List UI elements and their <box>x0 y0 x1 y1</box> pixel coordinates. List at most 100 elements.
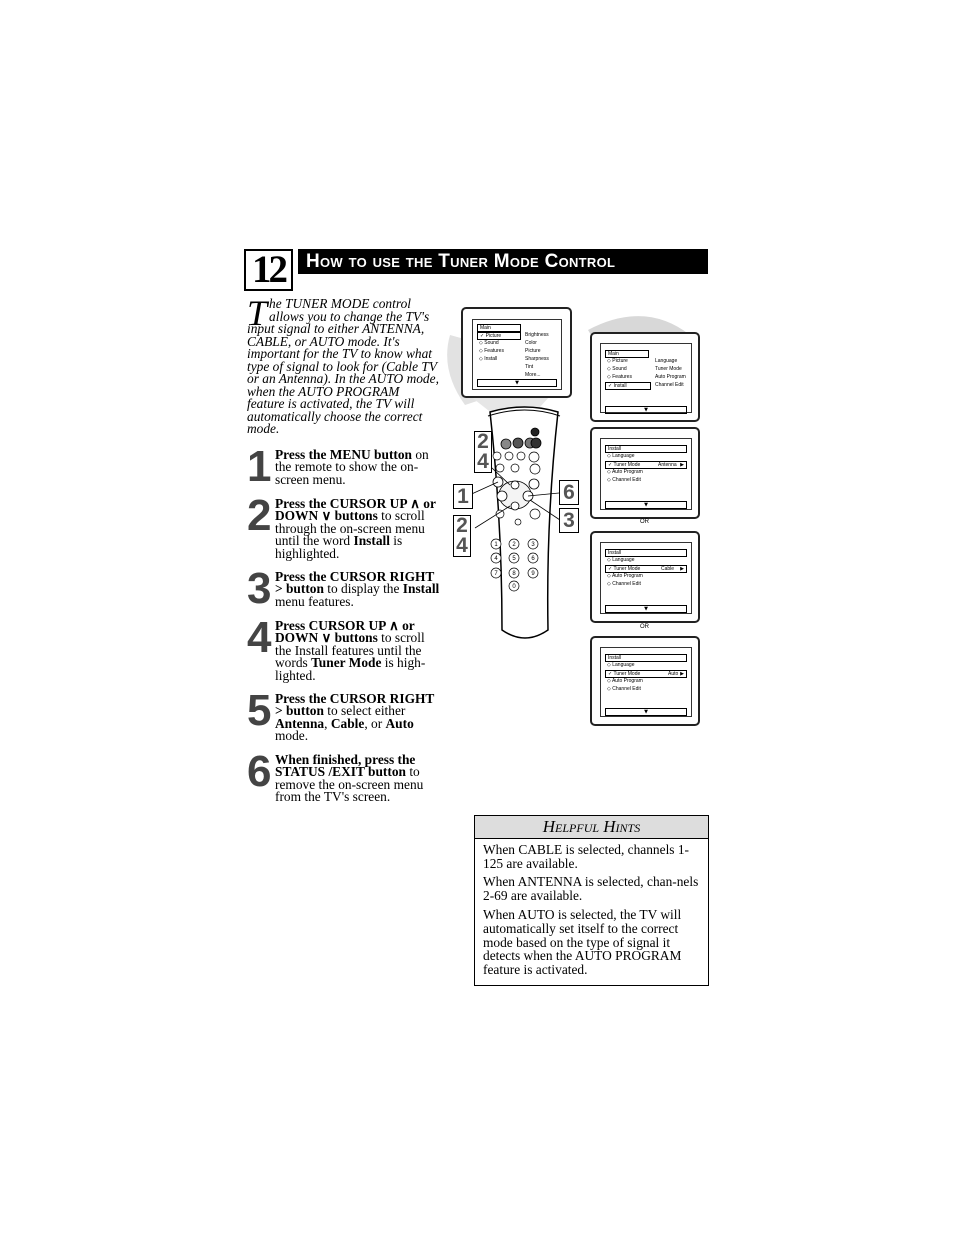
step-bold: Auto <box>385 715 414 731</box>
step-text: to scroll through the on-screen menu unt… <box>275 508 425 549</box>
color-button <box>512 437 524 449</box>
down-arrow-icon: ▼ <box>605 501 687 509</box>
menu-item-sound: ◇ Sound <box>607 366 627 372</box>
remote-body <box>489 406 559 639</box>
page-title: How to use the Tuner Mode Control <box>298 249 708 274</box>
menu-item-sound: ◇ Sound <box>479 340 499 346</box>
step-bold: Install <box>402 581 440 597</box>
menu-title: Install <box>605 654 687 662</box>
down-arrow-icon: ▼ <box>605 605 687 613</box>
step-text: to select either <box>323 703 406 719</box>
tv-screen-main: Main ✓ Picture ◇ Sound ◇ Features ◇ Inst… <box>461 307 572 398</box>
svg-text:0: 0 <box>512 584 516 590</box>
submenu-item: Auto Program <box>655 374 686 380</box>
submenu-item: Sharpness <box>525 356 549 362</box>
tuner-mode-value: Antenna <box>658 462 677 468</box>
step-text: mode. <box>275 728 309 744</box>
tuner-mode-value: Cable <box>661 566 675 572</box>
step-bold: Press the CURSOR UP ∧ or DOWN ∨ buttons <box>275 496 436 524</box>
hint-item: When ANTENNA is selected, chan-nels 2-69… <box>483 874 699 903</box>
step-bold: Install <box>353 533 390 549</box>
hint-item: When AUTO is selected, the TV will autom… <box>483 907 682 978</box>
step-number: 2 <box>247 491 272 540</box>
step-number: 3 <box>247 564 272 613</box>
step-number: 6 <box>247 747 272 796</box>
step-text: is high-lighted. <box>275 655 426 683</box>
or-label: OR <box>640 624 649 630</box>
helpful-hints-title: Helpful Hints <box>475 816 708 839</box>
digit-buttons <box>490 538 539 592</box>
menu-item-features: ◇ Features <box>479 348 504 354</box>
remote-button-row <box>492 451 541 475</box>
step-text: menu features. <box>275 593 354 609</box>
callout-6: 6 <box>559 480 579 505</box>
svg-text:9: 9 <box>531 571 535 577</box>
step-text: , or <box>364 715 386 731</box>
svg-text:8: 8 <box>512 571 516 577</box>
page-number: 12 <box>244 249 293 291</box>
submenu-item: More... <box>525 372 541 378</box>
menu-item-features: ◇ Features <box>607 374 632 380</box>
step-number: 4 <box>247 613 272 662</box>
menu-item-channel-edit: ◇ Channel Edit <box>607 477 641 483</box>
menu-item-install: ◇ Install <box>479 356 498 362</box>
menu-item-auto-program: ◇ Auto Program <box>607 469 643 475</box>
submenu-item: Picture <box>525 348 541 354</box>
step-3: 3 Press the CURSOR RIGHT > button to dis… <box>247 567 442 611</box>
svg-text:4: 4 <box>494 556 498 562</box>
submenu-item: Color <box>525 340 537 346</box>
step-text: to display the <box>323 581 403 597</box>
step-text: , <box>324 715 331 731</box>
step-bold: Press the CURSOR RIGHT > button <box>275 691 435 719</box>
svg-text:2: 2 <box>512 542 516 548</box>
cursor-pad <box>492 476 540 511</box>
step-bold: Press CURSOR UP ∧ or DOWN ∨ buttons <box>275 618 415 646</box>
svg-text:5: 5 <box>512 556 516 562</box>
svg-text:6: 6 <box>531 556 535 562</box>
step-bold: Tuner Mode <box>311 655 382 671</box>
svg-text:1: 1 <box>494 542 498 548</box>
color-button <box>530 437 542 449</box>
down-arrow-icon: ▼ <box>477 379 557 387</box>
step-number: 5 <box>247 686 272 735</box>
step-5: 5 Press the CURSOR RIGHT > button to sel… <box>247 689 442 744</box>
color-button <box>500 438 512 450</box>
svg-text:3: 3 <box>531 542 535 548</box>
step-4: 4 Press CURSOR UP ∧ or DOWN ∨ buttons to… <box>247 616 442 683</box>
down-arrow-icon: ▼ <box>605 708 687 716</box>
step-bold: Antenna <box>275 715 325 731</box>
step-6: 6 When finished, press the STATUS /EXIT … <box>247 750 442 805</box>
intro-dropcap: T <box>247 293 268 333</box>
menu-item-language: ◇ Language <box>607 453 635 459</box>
menu-item-auto-program: ◇ Auto Program <box>607 573 643 579</box>
menu-item-language: ◇ Language <box>607 662 635 668</box>
menu-title: Main <box>477 324 521 332</box>
menu-item-auto-program: ◇ Auto Program <box>607 678 643 684</box>
callout-3: 3 <box>559 508 579 533</box>
down-arrow-icon: ▼ <box>605 406 687 414</box>
power-button <box>530 427 540 437</box>
intro-text: he TUNER MODE control allows you to chan… <box>247 296 439 436</box>
step-text: to remove the on-screen menu from the TV… <box>275 764 424 805</box>
tuner-mode-value: Auto <box>668 671 679 677</box>
step-text: on the remote to show the on-screen menu… <box>275 447 429 487</box>
menu-item-channel-edit: ◇ Channel Edit <box>607 581 641 587</box>
step-2: 2 Press the CURSOR UP ∧ or DOWN ∨ button… <box>247 494 442 560</box>
step-bold: Press the MENU button <box>275 447 413 462</box>
or-label: OR <box>640 519 649 525</box>
remote-side-buttons <box>495 508 541 526</box>
callout-2-4: 2 4 <box>474 431 492 473</box>
submenu-item: Language <box>655 358 678 364</box>
callout-2-4: 2 4 <box>453 515 471 557</box>
helpful-hints-box <box>474 815 709 986</box>
submenu-item: Tint <box>525 364 534 370</box>
step-number: 1 <box>247 442 272 491</box>
submenu-item: Channel Edit <box>655 382 684 388</box>
menu-title: Install <box>605 549 687 557</box>
